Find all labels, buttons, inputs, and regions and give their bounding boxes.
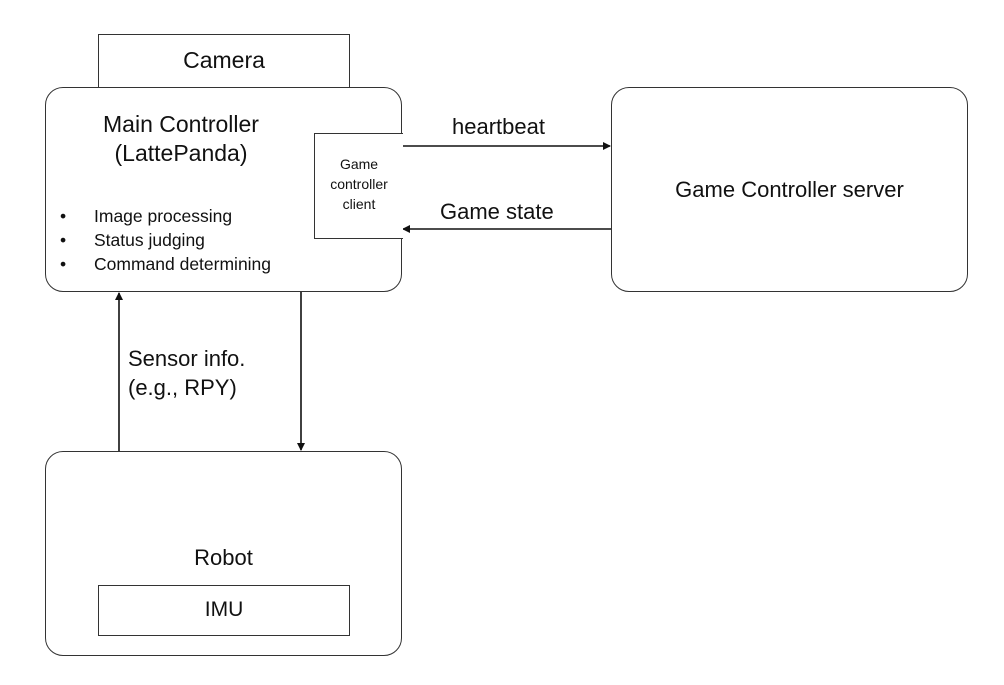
gcc-label-line3: client xyxy=(342,196,376,212)
robot-box: Robot IMU xyxy=(45,451,402,656)
camera-label: Camera xyxy=(183,47,265,73)
heartbeat-label: heartbeat xyxy=(452,114,545,139)
game-controller-server-label: Game Controller server xyxy=(675,177,904,202)
bullet-item: Command determining xyxy=(60,252,271,276)
sensor-info-label-line1: Sensor info. xyxy=(128,346,246,371)
bullet-item: Status judging xyxy=(60,228,271,252)
game-controller-client-label: Game controller client xyxy=(315,154,403,214)
game-controller-server-box: Game Controller server xyxy=(611,87,968,292)
gcc-label-line1: Game xyxy=(339,156,379,172)
imu-box: IMU xyxy=(98,585,350,636)
main-controller-title-line2: (LattePanda) xyxy=(114,140,248,166)
robot-label: Robot xyxy=(194,545,253,570)
imu-label: IMU xyxy=(204,598,244,621)
game-controller-client-box: Game controller client xyxy=(314,133,403,239)
sensor-info-label: Sensor info. (e.g., RPY) xyxy=(128,344,245,402)
main-controller-box: Main Controller (LattePanda) Image proce… xyxy=(45,87,403,292)
main-controller-title-line1: Main Controller xyxy=(103,111,259,137)
bullet-item: Image processing xyxy=(60,204,271,228)
gcc-label-line2: controller xyxy=(330,176,388,192)
main-controller-bullet-list: Image processing Status judging Command … xyxy=(60,204,271,276)
sensor-info-label-line2: (e.g., RPY) xyxy=(128,375,237,400)
main-controller-title: Main Controller (LattePanda) xyxy=(46,110,316,168)
camera-box: Camera xyxy=(98,34,350,88)
game-state-label: Game state xyxy=(440,199,554,224)
